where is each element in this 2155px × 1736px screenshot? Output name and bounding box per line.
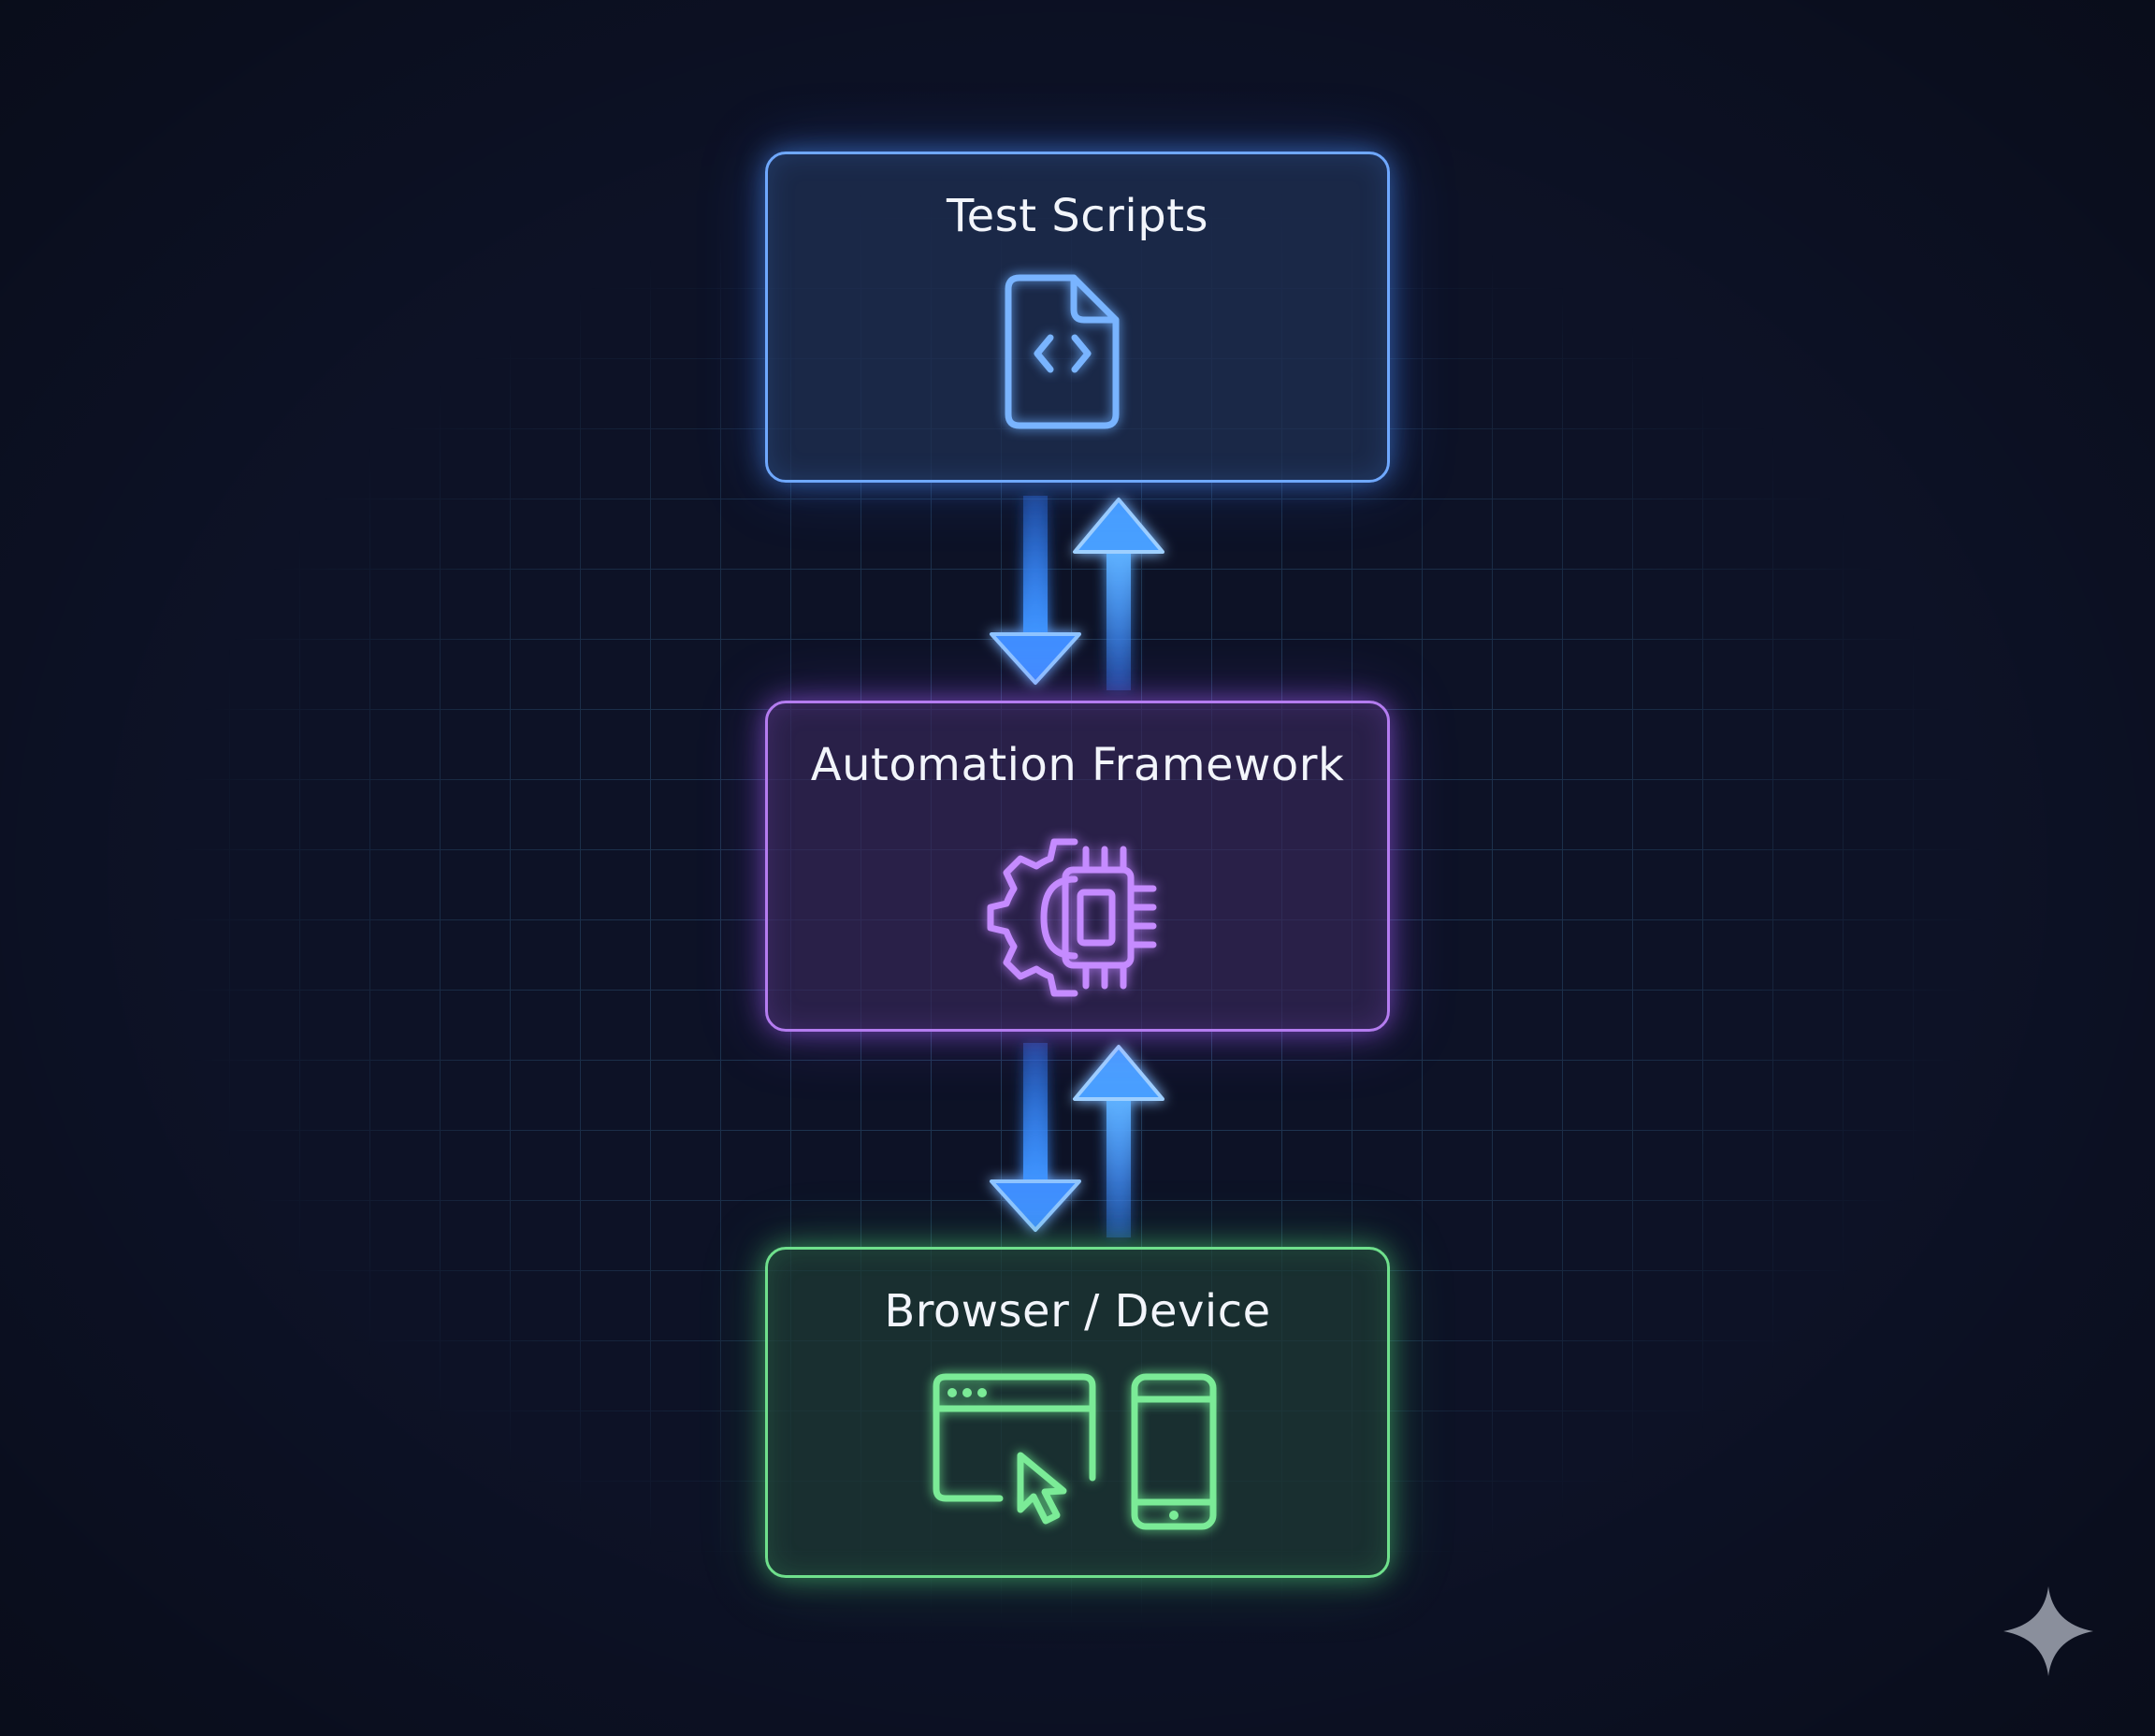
layer-title: Browser / Device	[884, 1285, 1271, 1338]
cursor-icon	[1017, 1452, 1067, 1525]
browser-and-phone-icon	[933, 1373, 1217, 1530]
layer-test-scripts: Test Scripts	[765, 152, 1390, 483]
layer-title: Automation Framework	[810, 739, 1345, 791]
browser-window-icon	[933, 1373, 1096, 1502]
phone-icon	[1131, 1373, 1217, 1530]
layer-automation-framework: Automation Framework	[765, 701, 1390, 1032]
sparkle-icon	[2003, 1586, 2093, 1676]
layer-title: Test Scripts	[946, 190, 1208, 242]
code-file-icon	[1005, 274, 1120, 429]
layer-browser-device: Browser / Device	[765, 1247, 1390, 1578]
gear-chip-icon	[987, 838, 1157, 997]
